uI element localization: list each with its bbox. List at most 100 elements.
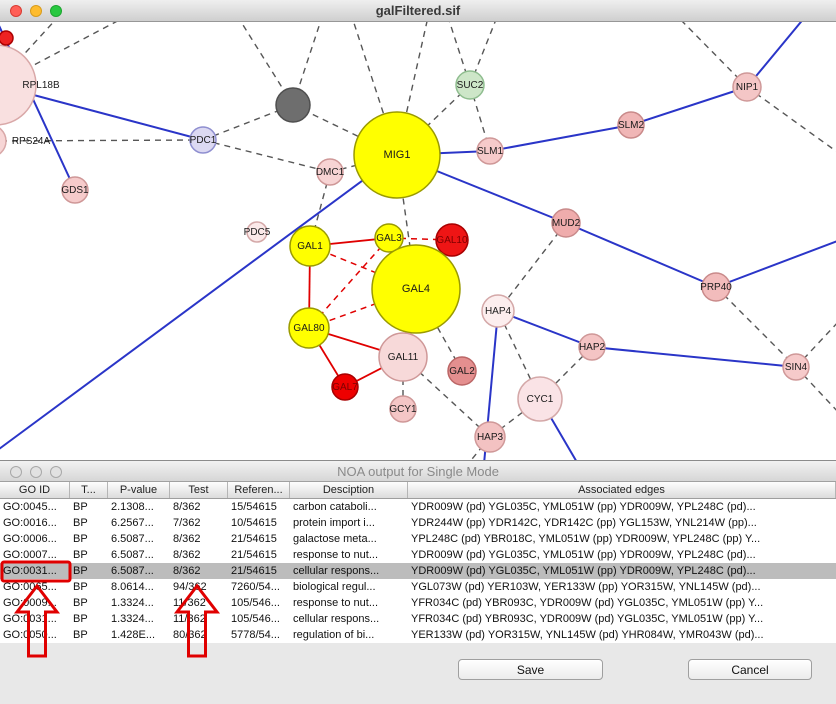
node-MIG1[interactable]	[353, 111, 441, 199]
save-button[interactable]: Save	[458, 659, 603, 680]
table-cell[interactable]: BP	[73, 597, 88, 609]
minimize-button[interactable]	[30, 466, 42, 478]
table-cell[interactable]: GO:0031...	[3, 613, 57, 625]
node-SUC2[interactable]	[455, 70, 485, 100]
node-NIP1[interactable]	[732, 72, 762, 102]
column-header-2[interactable]: P-value	[108, 482, 170, 498]
table-cell[interactable]: 6.5087...	[111, 533, 154, 545]
table-cell[interactable]: 6.5087...	[111, 549, 154, 561]
edge-HAP2-SIN4[interactable]	[591, 346, 797, 368]
edge-NIP1-pt[interactable]	[746, 22, 805, 88]
cancel-button[interactable]: Cancel	[688, 659, 812, 680]
close-button[interactable]	[10, 466, 22, 478]
node-GAL11[interactable]	[378, 332, 428, 382]
edge-PDC1-DMC1[interactable]	[202, 139, 331, 173]
table-cell[interactable]: cellular respons...	[293, 565, 380, 577]
table-cell[interactable]: GO:0050...	[3, 629, 57, 641]
close-button[interactable]	[10, 5, 22, 17]
table-cell[interactable]: 6.5087...	[111, 565, 154, 577]
node-GAL4[interactable]	[371, 244, 461, 334]
node-PDC1[interactable]	[189, 126, 217, 154]
edge-SUC2-MIG1[interactable]	[396, 84, 471, 156]
edge-NIP1-pt[interactable]	[746, 86, 836, 154]
edge-GAL11-HAP3[interactable]	[402, 356, 491, 438]
table-cell[interactable]: 8/362	[173, 549, 201, 561]
table-cell[interactable]: BP	[73, 549, 88, 561]
edge-MUD2-PRP40[interactable]	[565, 222, 717, 288]
table-cell[interactable]: GO:0045...	[3, 501, 57, 513]
table-cell[interactable]: response to nut...	[293, 597, 378, 609]
table-cell[interactable]: YPL248C (pd) YBR018C, YML051W (pp) YDR00…	[411, 533, 761, 545]
table-cell[interactable]: BP	[73, 501, 88, 513]
noa-window-titlebar[interactable]: NOA output for Single Mode	[0, 461, 836, 482]
table-cell[interactable]: 7/362	[173, 517, 201, 529]
table-cell[interactable]: YDR009W (pd) YGL035C, YML051W (pp) YDR00…	[411, 565, 756, 577]
table-cell[interactable]: GO:0006...	[3, 533, 57, 545]
network-window-titlebar[interactable]: galFiltered.sif	[0, 0, 836, 22]
edge-GRAY1-MIG1[interactable]	[292, 104, 398, 156]
node-PDC5[interactable]	[246, 221, 268, 243]
table-cell[interactable]: GO:0016...	[3, 517, 57, 529]
table-cell[interactable]: BP	[73, 533, 88, 545]
node-SLM1[interactable]	[476, 137, 504, 165]
table-cell[interactable]: BP	[73, 517, 88, 529]
column-header-6[interactable]: Associated edges	[408, 482, 836, 498]
edge-PRP40-pt[interactable]	[715, 240, 836, 288]
table-cell[interactable]: 94/362	[173, 581, 207, 593]
network-canvas[interactable]: RPL18BRPS24AGDS1PDC1DMC1MIG1SUC2SLM1SLM2…	[0, 22, 836, 460]
table-cell[interactable]: 21/54615	[231, 533, 277, 545]
table-cell[interactable]: 105/546...	[231, 597, 280, 609]
table-cell[interactable]: carbon cataboli...	[293, 501, 377, 513]
table-cell[interactable]: YDR009W (pd) YGL035C, YML051W (pp) YDR00…	[411, 549, 756, 561]
edge-RPS24A-PDC1[interactable]	[0, 139, 204, 142]
node-HAP2[interactable]	[578, 333, 606, 361]
node-MUD2[interactable]	[551, 208, 581, 238]
table-cell[interactable]: YGL073W (pd) YER103W, YER133W (pp) YOR31…	[411, 581, 761, 593]
table-cell[interactable]: YFR034C (pd) YBR093C, YDR009W (pd) YGL03…	[411, 597, 764, 609]
table-cell[interactable]: 11/362	[173, 597, 206, 609]
table-cell[interactable]: cellular respons...	[293, 613, 380, 625]
column-header-3[interactable]: Test	[170, 482, 228, 498]
table-cell[interactable]: response to nut...	[293, 549, 378, 561]
edge-SLM1-SLM2[interactable]	[489, 124, 632, 152]
node-GAL1[interactable]	[289, 225, 331, 267]
node-RPS24A[interactable]	[0, 125, 7, 157]
node-GDS1[interactable]	[61, 176, 89, 204]
table-cell[interactable]: 8/362	[173, 501, 201, 513]
table-cell[interactable]: 11/362	[173, 613, 206, 625]
node-GAL3[interactable]	[374, 223, 404, 253]
table-cell[interactable]: 1.3324...	[111, 597, 154, 609]
table-cell[interactable]: 10/54615	[231, 517, 277, 529]
table-cell[interactable]: 1.428E...	[111, 629, 156, 641]
table-cell[interactable]: biological regul...	[293, 581, 376, 593]
table-cell[interactable]: 5778/54...	[231, 629, 280, 641]
table-cell[interactable]: BP	[73, 581, 88, 593]
table-cell[interactable]: GO:0007...	[3, 549, 57, 561]
table-cell[interactable]: YFR034C (pd) YBR093C, YDR009W (pd) YGL03…	[411, 613, 764, 625]
table-cell[interactable]: protein import i...	[293, 517, 375, 529]
table-cell[interactable]: 8/362	[173, 565, 201, 577]
node-REDTL[interactable]	[0, 30, 14, 46]
table-cell[interactable]: 21/54615	[231, 565, 277, 577]
table-cell[interactable]: 2.1308...	[111, 501, 154, 513]
table-cell[interactable]: GO:0009...	[3, 597, 57, 609]
edge-pt-GDS1[interactable]	[0, 22, 76, 191]
node-GCY1[interactable]	[389, 395, 417, 423]
node-HAP4[interactable]	[481, 294, 515, 328]
edge-HAP4-HAP2[interactable]	[497, 310, 593, 348]
table-cell[interactable]: GO:0065...	[3, 581, 57, 593]
table-cell[interactable]: BP	[73, 613, 88, 625]
zoom-button[interactable]	[50, 5, 62, 17]
zoom-button[interactable]	[50, 466, 62, 478]
table-cell[interactable]: galactose meta...	[293, 533, 377, 545]
table-cell[interactable]: 8.0614...	[111, 581, 154, 593]
node-GAL2[interactable]	[447, 356, 477, 386]
